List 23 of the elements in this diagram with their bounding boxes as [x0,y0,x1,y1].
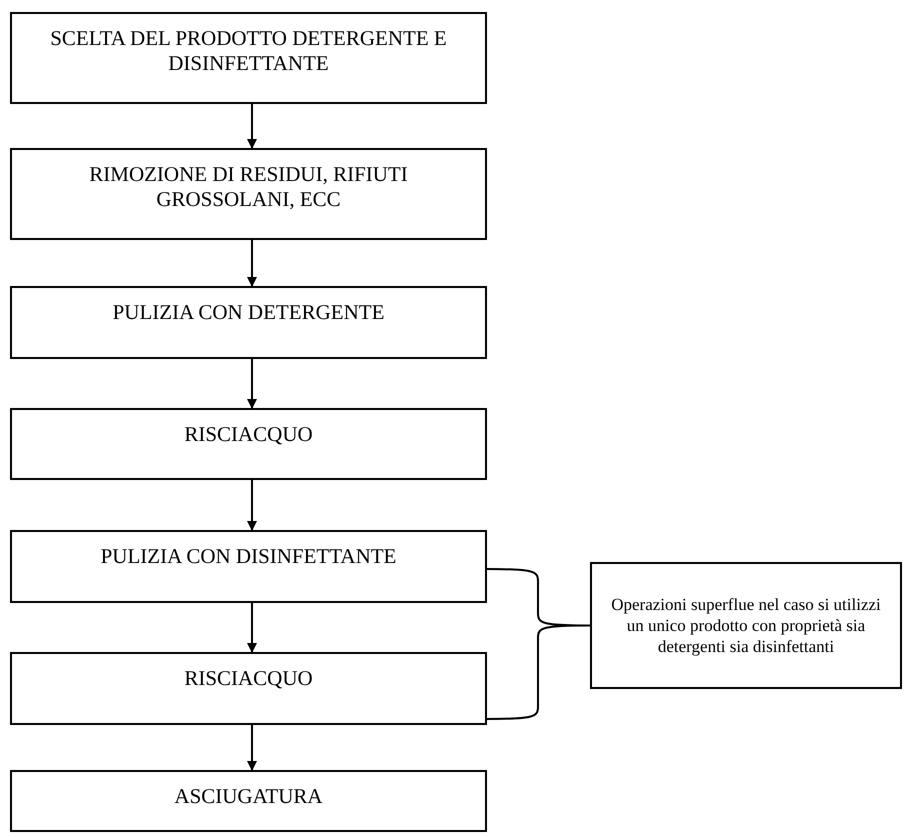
step-label: ASCIUGATURA [174,784,323,809]
process-box [10,408,487,480]
arrow [247,240,257,287]
step-label: PULIZIA CON DISINFETTANTE [100,544,396,569]
process-box [10,148,487,240]
note-box [590,562,902,689]
step-label: RIMOZIONE DI RESIDUI, RIFIUTI GROSSOLANI, ECC [88,162,409,212]
note-text: Operazioni superflue nel caso si utilizzi un unico prodotto con proprietà sia detergenti sia disinfettanti [610,594,882,657]
step-label: SCELTA DEL PRODOTTO DETERGENTE E DISINFETTANTE [49,26,448,76]
brace-connector [487,624,590,720]
process-box [10,286,487,359]
process-box [10,530,487,603]
step-label: PULIZIA CON DETERGENTE [112,300,384,325]
arrow [247,480,257,531]
process-box [10,652,487,725]
arrow [247,104,257,149]
process-box [10,770,487,832]
step-label: RISCIACQUO [184,422,313,447]
arrow [247,725,257,771]
arrow [247,603,257,653]
process-box [10,12,487,104]
step-label: RISCIACQUO [184,666,313,691]
arrow [247,359,257,409]
